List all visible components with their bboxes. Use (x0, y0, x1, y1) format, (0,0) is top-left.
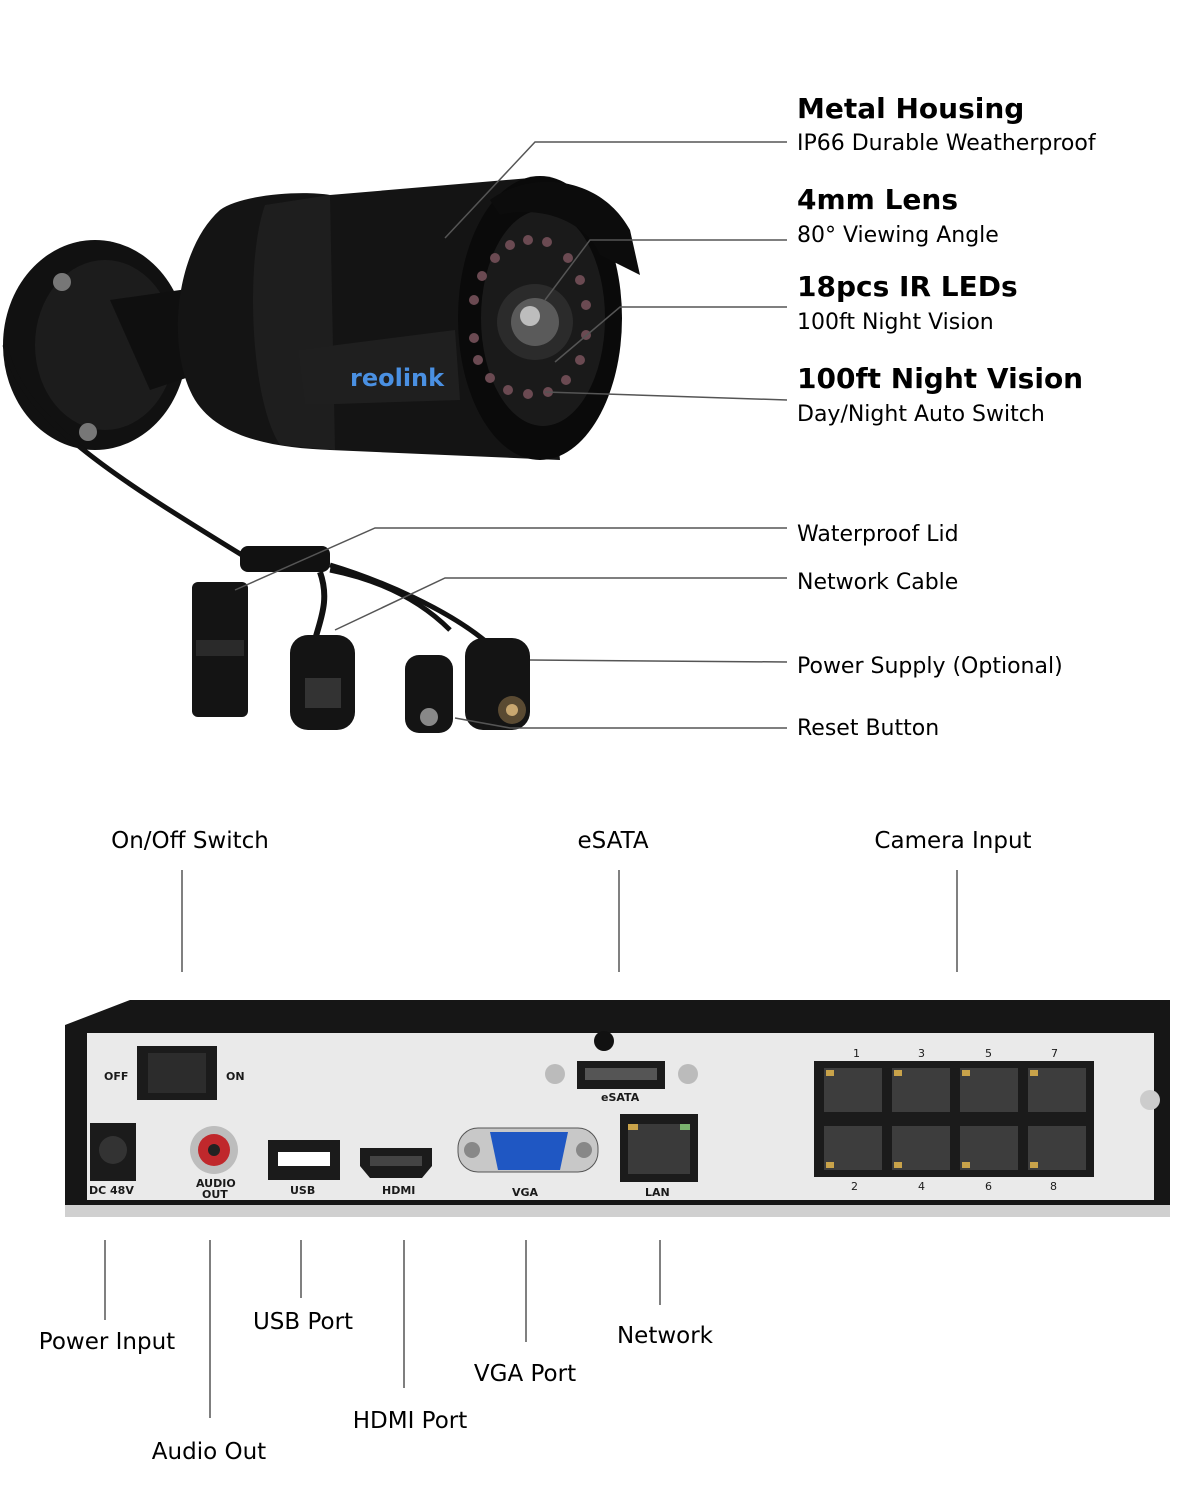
audio-label-1: AUDIO (196, 1177, 236, 1190)
camera-cable (2, 344, 252, 563)
label-audio-out: Audio Out (152, 1439, 266, 1465)
port-number: 7 (1051, 1047, 1058, 1060)
cable-label-lid: Waterproof Lid (797, 522, 959, 547)
port-number: 8 (1050, 1180, 1057, 1193)
feature-title-housing: Metal Housing (797, 92, 1024, 125)
cable-label-network: Network Cable (797, 570, 958, 595)
port-number: 6 (985, 1180, 992, 1193)
port-number: 3 (918, 1047, 925, 1060)
nvr-bottom-labels: Power Input Audio Out USB Port HDMI Port… (39, 1240, 714, 1465)
reset-connector (405, 655, 453, 733)
label-on-off-switch: On/Off Switch (111, 828, 269, 854)
feature-subtitle-ir: 100ft Night Vision (797, 310, 994, 335)
label-vga-port: VGA Port (474, 1361, 576, 1387)
audio-label-2: OUT (202, 1188, 228, 1201)
brand-plate (298, 330, 460, 405)
port-number: 5 (985, 1047, 992, 1060)
switch-off-label: OFF (104, 1070, 128, 1083)
hdmi-label: HDMI (382, 1184, 415, 1197)
mount-screw-icon (53, 273, 71, 291)
nvr-top-labels: On/Off Switch eSATA Camera Input (111, 828, 1032, 972)
sun-shield (490, 181, 640, 275)
panel-screw-icon (545, 1064, 565, 1084)
cable-label-reset: Reset Button (797, 716, 939, 741)
mount-screw-icon (79, 423, 97, 441)
port-number: 2 (851, 1180, 858, 1193)
feature-subtitle-housing: IP66 Durable Weatherproof (797, 131, 1097, 156)
dc-label: DC 48V (89, 1184, 134, 1197)
switch-on-label: ON (226, 1070, 245, 1083)
chassis-screw-icon (1140, 1090, 1160, 1110)
usb-label: USB (290, 1184, 315, 1197)
cable-label-power: Power Supply (Optional) (797, 654, 1063, 679)
camera-leader-lines (234, 141, 788, 729)
ir-leds (469, 235, 591, 399)
camera-feature-labels: Metal Housing IP66 Durable Weatherproof … (797, 92, 1097, 741)
camera-illustration: reolink (2, 176, 640, 563)
label-network: Network (617, 1323, 714, 1349)
feature-subtitle-lens: 80° Viewing Angle (797, 223, 999, 248)
label-power-input: Power Input (39, 1329, 175, 1355)
cable-splitter (240, 546, 330, 572)
lan-label: LAN (645, 1186, 670, 1199)
port-number: 1 (853, 1047, 860, 1060)
feature-title-lens: 4mm Lens (797, 183, 958, 216)
feature-title-ir: 18pcs IR LEDs (797, 270, 1018, 303)
brand-logo: reolink (350, 364, 445, 392)
nvr-device: OFF ON DC 48V AUDIO OUT USB HDMI VGA eSA… (65, 1000, 1170, 1217)
feature-title-night: 100ft Night Vision (797, 362, 1083, 395)
label-hdmi-port: HDMI Port (353, 1408, 468, 1434)
port-number: 4 (918, 1180, 925, 1193)
esata-label: eSATA (601, 1091, 640, 1104)
label-camera-input: Camera Input (874, 828, 1031, 854)
panel-screw-icon (678, 1064, 698, 1084)
feature-subtitle-night: Day/Night Auto Switch (797, 402, 1045, 427)
cable-ends-illustration (192, 546, 530, 733)
label-esata: eSATA (577, 828, 648, 854)
vga-label: VGA (512, 1186, 539, 1199)
label-usb-port: USB Port (253, 1309, 353, 1335)
